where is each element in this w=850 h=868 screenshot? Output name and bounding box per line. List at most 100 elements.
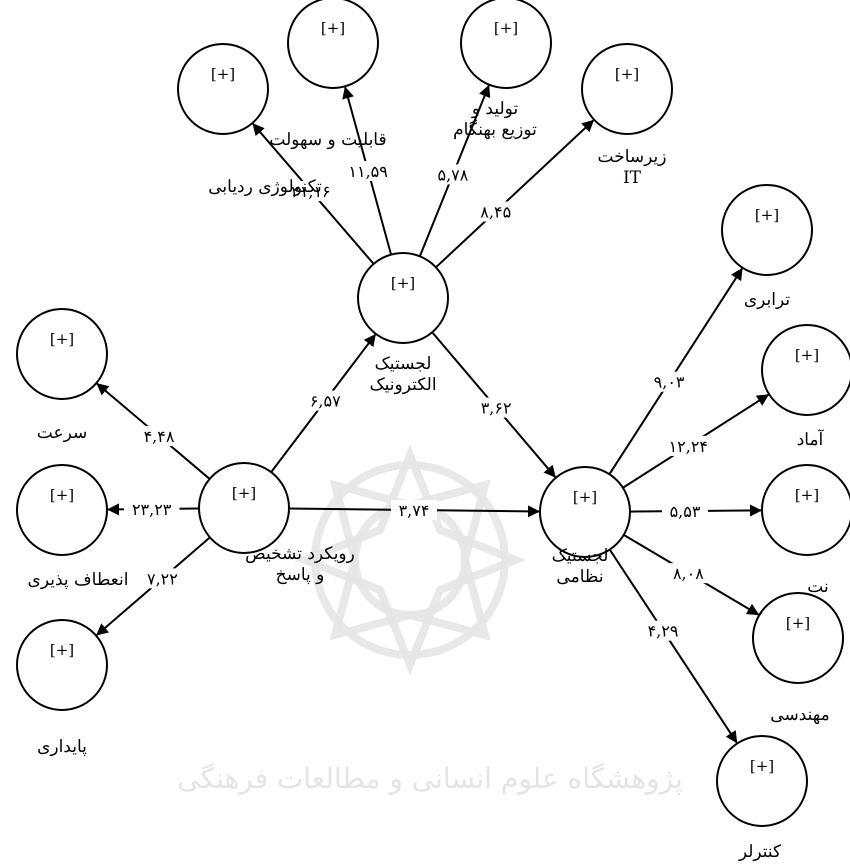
edge-military-to-control <box>608 549 738 744</box>
coefficient-label-background <box>139 568 186 589</box>
node-stability[interactable]: [+] پایداری <box>16 619 108 757</box>
node-circle[interactable] <box>177 43 269 135</box>
node-circle[interactable] <box>761 464 850 556</box>
coefficient-label-background <box>646 371 693 392</box>
node-label: نظامی <box>556 567 603 587</box>
node-flex[interactable]: [+] انعطاف پذیری <box>16 464 129 590</box>
node-speed[interactable]: [+] سرعت <box>16 308 108 443</box>
node-control[interactable]: [+] کنترلر <box>716 735 808 862</box>
node-nat[interactable]: [+] نت <box>761 464 850 597</box>
node-circle[interactable] <box>581 43 673 135</box>
node-label: رویکرد تشخیص <box>245 544 355 564</box>
coefficient-label-background <box>136 426 183 447</box>
coefficient-label: ۵,۷۸ <box>437 165 468 184</box>
edge-ecommerce-to-infra <box>435 119 595 269</box>
node-label: آماد <box>797 428 825 450</box>
expand-marker-icon[interactable]: [+] <box>321 19 345 37</box>
node-label: لجستیک <box>375 354 432 374</box>
coefficient-label-background <box>665 563 712 584</box>
expand-marker-icon[interactable]: [+] <box>795 486 819 504</box>
coefficient-label: ۴,۲۹ <box>648 622 679 641</box>
node-engineering[interactable]: [+] مهندسی <box>752 592 844 725</box>
node-amad[interactable]: [+] آماد <box>761 324 850 450</box>
coefficient-label-background <box>472 201 519 222</box>
coefficient-label: ۸,۴۵ <box>480 202 511 221</box>
node-label: و پاسخ <box>276 565 325 585</box>
node-label: نت <box>807 577 828 597</box>
coefficient-label: ۸,۰۸ <box>673 564 704 583</box>
coefficient-label: ۶,۵۷ <box>310 392 341 411</box>
coefficient-label-background <box>283 181 339 202</box>
node-circle[interactable] <box>357 252 449 344</box>
node-circle[interactable] <box>716 735 808 827</box>
watermark-text: پژوهشگاه علوم انسانی و مطالعات فرهنگی <box>177 762 682 795</box>
coefficient-label-background <box>340 160 396 181</box>
expand-marker-icon[interactable]: [+] <box>494 19 518 37</box>
node-label: الکترونیک <box>369 375 436 395</box>
expand-marker-icon[interactable]: [+] <box>750 757 774 775</box>
coefficient-label-background <box>391 499 438 520</box>
expand-marker-icon[interactable]: [+] <box>615 65 639 83</box>
expand-marker-icon[interactable]: [+] <box>50 330 74 348</box>
node-circle[interactable] <box>539 466 631 558</box>
coefficient-label-background <box>429 164 476 185</box>
node-tracking[interactable]: [+]تکنولوژی ردیابی <box>177 43 322 197</box>
coefficient-label: ۲۱,۱۶ <box>291 182 330 201</box>
node-circle[interactable] <box>460 0 552 89</box>
node-label: قابلیت و سهولت <box>269 130 386 150</box>
node-label: پایداری <box>37 737 87 757</box>
coefficient-label: ۲۳,۲۳ <box>132 500 172 519</box>
coefficient-label-background <box>473 397 520 418</box>
node-circle[interactable] <box>198 462 290 554</box>
expand-marker-icon[interactable]: [+] <box>755 206 779 224</box>
expand-marker-icon[interactable]: [+] <box>232 484 256 502</box>
node-label: انعطاف پذیری <box>28 570 129 590</box>
expand-marker-icon[interactable]: [+] <box>573 488 597 506</box>
coefficient-label: ۱۲,۲۴ <box>669 437 708 456</box>
node-label: سرعت <box>37 423 87 443</box>
expand-marker-icon[interactable]: [+] <box>391 274 415 292</box>
node-label: ترابری <box>744 290 791 310</box>
node-circle[interactable] <box>721 184 813 276</box>
coefficient-label: ۷,۲۲ <box>147 569 178 588</box>
coefficient-label: ۳,۶۲ <box>481 399 512 418</box>
expand-marker-icon[interactable]: [+] <box>50 486 74 504</box>
node-circle[interactable] <box>761 324 850 416</box>
node-circle[interactable] <box>16 308 108 400</box>
node-circle[interactable] <box>16 619 108 711</box>
coefficient-label-background <box>640 620 687 641</box>
node-label: کنترلر <box>738 842 782 862</box>
coefficient-label-background <box>660 435 717 456</box>
node-label: زیرساخت <box>598 147 667 167</box>
node-ability[interactable]: [+] قابلیت و سهولت <box>269 0 387 150</box>
node-label: تولید و <box>471 99 519 119</box>
node-transport[interactable]: [+] ترابری <box>721 184 813 310</box>
coefficient-label: ۱۱,۵۹ <box>348 162 387 181</box>
coefficient-label-background <box>123 499 180 520</box>
expand-marker-icon[interactable]: [+] <box>795 346 819 364</box>
expand-marker-icon[interactable]: [+] <box>786 614 810 632</box>
node-circle[interactable] <box>752 592 844 684</box>
edge-military-to-transport <box>608 267 743 475</box>
expand-marker-icon[interactable]: [+] <box>50 641 74 659</box>
node-label: IT <box>623 168 642 188</box>
expand-marker-icon[interactable]: [+] <box>211 65 235 83</box>
coefficient-label-background <box>662 501 709 522</box>
coefficient-label: ۹,۰۳ <box>654 373 685 392</box>
coefficient-label: ۵,۵۳ <box>670 502 701 521</box>
coefficient-label-background <box>302 390 349 411</box>
node-label: مهندسی <box>770 705 829 725</box>
node-circle[interactable] <box>16 464 108 556</box>
node-label: توزیع بهنگام <box>453 119 537 140</box>
coefficient-label: ۳,۷۴ <box>399 501 430 520</box>
node-circle[interactable] <box>287 0 379 89</box>
